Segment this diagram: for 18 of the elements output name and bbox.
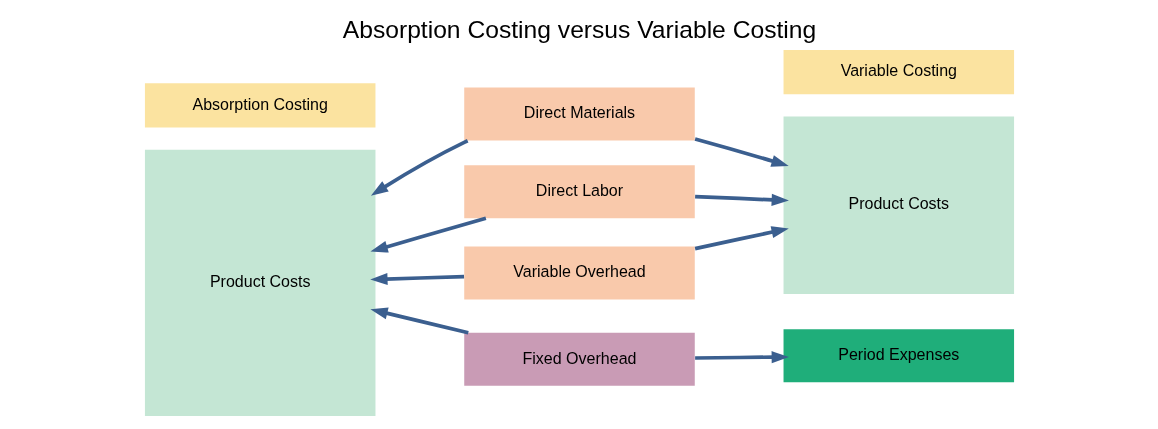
arrow [369,272,464,286]
node-box: Product Costs [144,149,375,417]
arrow [369,307,469,335]
arrow [370,139,468,196]
arrow [369,216,486,253]
node-box: Period Expenses [783,329,1014,383]
arrow [694,137,789,167]
node-box: Variable Costing [783,49,1014,95]
node-box: Variable Overhead [463,246,695,300]
node-box: Direct Materials [463,87,695,141]
node-box: Absorption Costing [144,83,375,128]
node-box: Product Costs [783,116,1014,294]
diagram-title: Absorption Costing versus Variable Costing [342,15,816,43]
node-box: Fixed Overhead [463,332,695,386]
node-box: Direct Labor [463,165,695,219]
arrow [694,351,789,364]
arrow [694,193,789,206]
arrow [694,226,789,251]
